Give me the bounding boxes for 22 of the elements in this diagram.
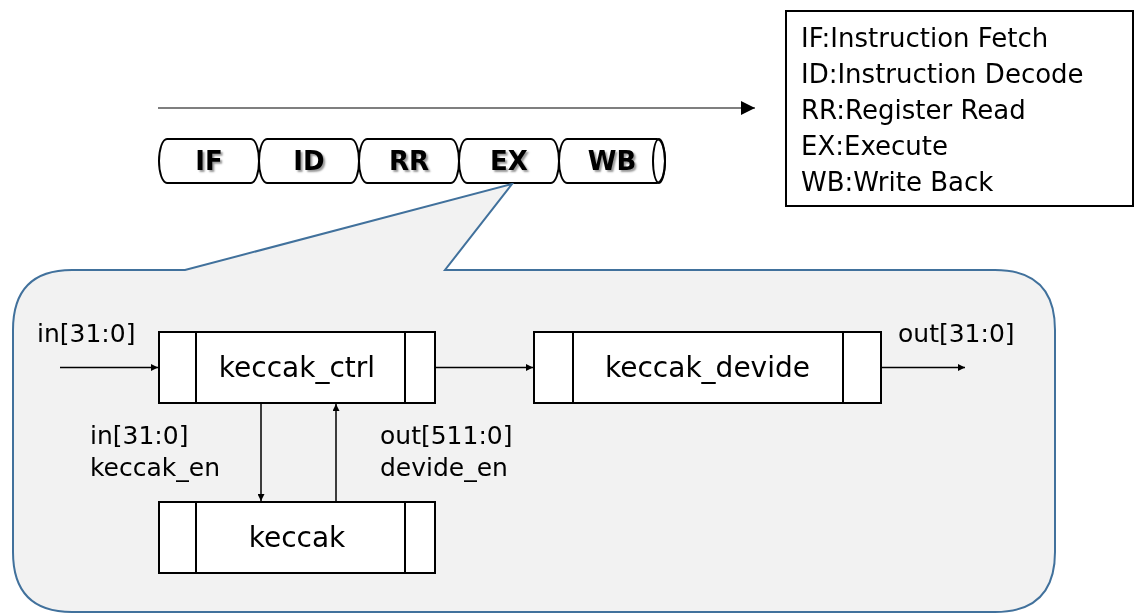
- module-name: keccak_devide: [605, 351, 810, 384]
- pipeline-stage: ID: [258, 138, 360, 184]
- pipeline-stage: RR: [358, 138, 460, 184]
- definition-text: EX:Execute: [801, 130, 948, 163]
- module-box: [158, 331, 436, 404]
- pipeline-stage: IF: [158, 138, 260, 184]
- definition-box: [785, 10, 1134, 207]
- module-name: keccak: [248, 521, 346, 554]
- module-box: [158, 501, 436, 574]
- definition-text: WB:Write Back: [801, 166, 994, 199]
- definition-text: ID:Instruction Decode: [801, 58, 1084, 91]
- arrow: [332, 403, 340, 502]
- module-name: keccak_ctrl: [218, 351, 376, 384]
- definition-text: RR:Register Read: [801, 94, 1026, 127]
- arrow: [59, 364, 159, 371]
- pipeline-stage: EX: [458, 138, 560, 184]
- definition-text: IF:Instruction Fetch: [801, 22, 1049, 55]
- module-box: [533, 331, 882, 404]
- arrow: [881, 364, 966, 371]
- pipeline-stage: WB: [558, 138, 666, 184]
- arrow: [257, 403, 265, 502]
- arrow: [435, 364, 534, 371]
